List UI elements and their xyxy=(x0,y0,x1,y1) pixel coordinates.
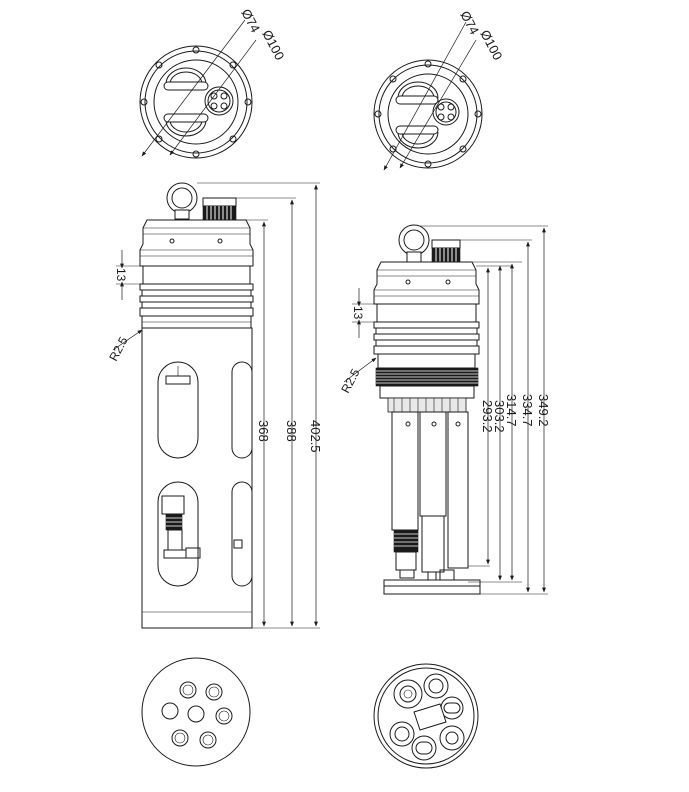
connector-knurl-right xyxy=(431,239,461,263)
housing-cap xyxy=(139,219,254,267)
sensor-probes xyxy=(391,411,469,581)
left-dim-368: 368 xyxy=(256,420,271,442)
left-dim-402-5: 402.5 xyxy=(308,420,323,453)
left-bottom-view xyxy=(141,657,251,767)
right-height-dims: 293.2 303.2 314.7 334.7 349.2 xyxy=(420,225,551,595)
left-dim-13: 13 xyxy=(114,268,128,282)
bolt-holes-right xyxy=(374,60,482,168)
right-bottom-view xyxy=(373,663,479,769)
right-dim-13: 13 xyxy=(351,306,365,320)
left-dim-d74: Ø74 xyxy=(238,6,263,35)
bolt-holes xyxy=(140,46,252,158)
right-dim-314-7: 314.7 xyxy=(504,394,519,427)
right-dim-303-2: 303.2 xyxy=(492,400,507,433)
base-plate xyxy=(383,579,481,595)
lifting-eye-top-right xyxy=(395,81,439,149)
ribbed-section-right xyxy=(373,303,480,369)
left-dim-d100: Ø100 xyxy=(259,27,287,62)
guard-cage xyxy=(141,327,253,629)
left-top-view: Ø74 Ø100 xyxy=(139,6,288,159)
lifting-eye-top xyxy=(163,67,209,137)
left-dim-388: 388 xyxy=(284,420,299,442)
left-height-dims: 368 388 402.5 xyxy=(197,182,323,629)
left-side-dims: 13 R2.5 xyxy=(106,250,143,363)
right-dim-d100: Ø100 xyxy=(477,27,505,62)
right-side-dims-left: 13 R2.5 xyxy=(338,288,377,395)
right-dim-334-7: 334.7 xyxy=(520,394,535,427)
right-side-view: 13 R2.5 293.2 303.2 314.7 334.7 349.2 xyxy=(338,224,551,595)
right-dim-293-2: 293.2 xyxy=(480,400,495,433)
right-dim-349-2: 349.2 xyxy=(536,394,551,427)
connector-knurl xyxy=(202,197,237,221)
thread-section xyxy=(375,367,479,413)
housing-cap-right xyxy=(373,261,480,305)
lifting-eye xyxy=(166,182,198,220)
ribbed-section xyxy=(139,265,254,329)
connector-top xyxy=(204,86,234,116)
left-side-view: 13 R2.5 368 388 402.5 xyxy=(106,182,323,629)
lifting-eye-right xyxy=(398,224,430,263)
left-dim-r25: R2.5 xyxy=(106,334,130,363)
right-top-view: Ø74 Ø100 xyxy=(373,8,506,171)
connector-top-right xyxy=(432,98,460,126)
